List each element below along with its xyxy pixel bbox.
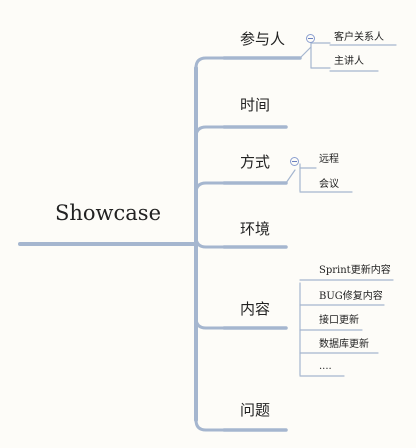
leaf-more[interactable]: .... bbox=[319, 361, 332, 372]
central-topic[interactable]: Showcase bbox=[55, 201, 162, 225]
branch-connector bbox=[194, 181, 226, 195]
branch-content[interactable]: 内容 bbox=[240, 300, 271, 318]
branch-connector bbox=[194, 56, 226, 70]
leaf-presenter[interactable]: 主讲人 bbox=[334, 56, 364, 67]
leaf-api-updates[interactable]: 接口更新 bbox=[319, 315, 359, 326]
branch-connector bbox=[194, 235, 226, 249]
toggle-stub bbox=[299, 46, 312, 59]
branch-connector bbox=[194, 125, 226, 139]
branch-issues[interactable]: 问题 bbox=[240, 401, 271, 419]
branch-participants[interactable]: 参与人 bbox=[240, 30, 286, 48]
collapse-toggle-icon[interactable] bbox=[306, 34, 315, 43]
leaf-sprint-updates[interactable]: Sprint更新内容 bbox=[319, 265, 391, 276]
leaf-client-contact[interactable]: 客户关系人 bbox=[334, 32, 384, 43]
leaf-meeting[interactable]: 会议 bbox=[319, 179, 339, 190]
branch-method[interactable]: 方式 bbox=[240, 153, 271, 171]
branch-time[interactable]: 时间 bbox=[240, 96, 271, 114]
toggle-stub bbox=[285, 169, 296, 184]
branch-connector bbox=[194, 418, 226, 432]
leaf-remote[interactable]: 远程 bbox=[319, 154, 339, 165]
branch-connector bbox=[194, 316, 226, 330]
leaf-bug-fixes[interactable]: BUG修复内容 bbox=[319, 291, 383, 302]
branch-environment[interactable]: 环境 bbox=[240, 220, 271, 238]
leaf-db-updates[interactable]: 数据库更新 bbox=[319, 339, 369, 350]
collapse-toggle-icon[interactable] bbox=[290, 157, 299, 166]
